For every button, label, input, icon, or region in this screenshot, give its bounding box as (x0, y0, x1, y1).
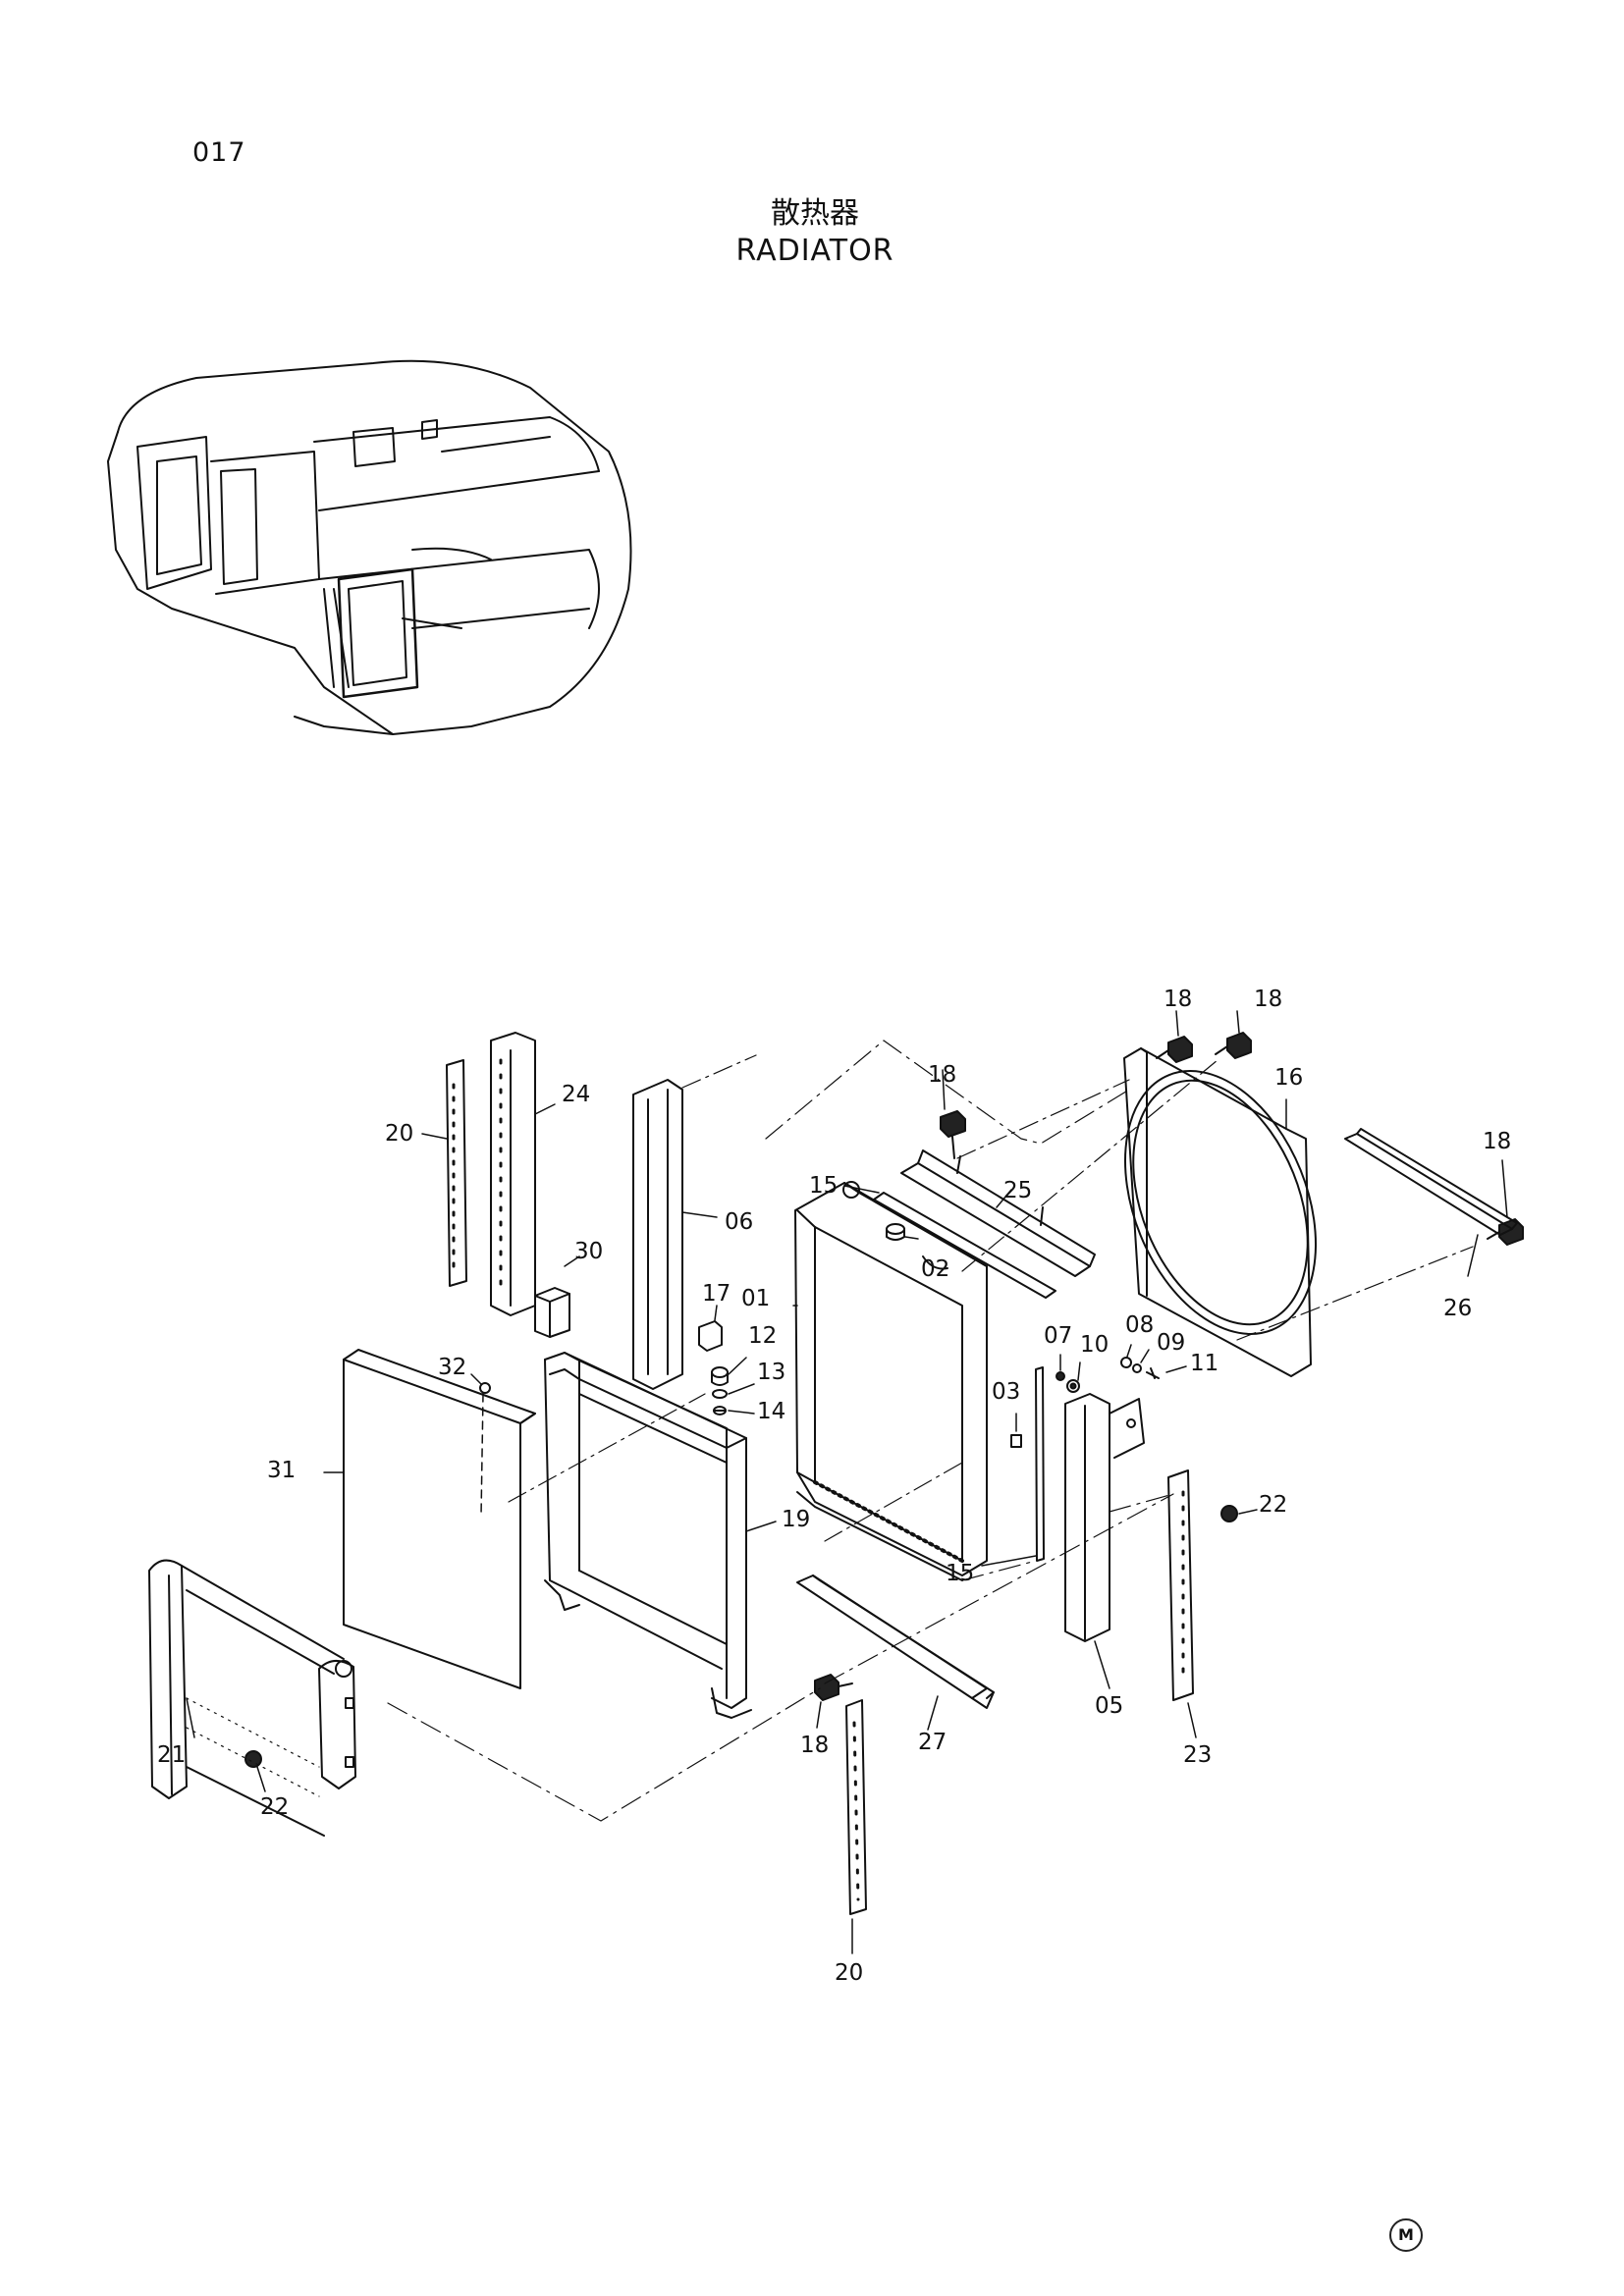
part-01-radiator-core (792, 1181, 988, 1581)
callout-16: 16 (1274, 1065, 1304, 1091)
callout-27: 27 (918, 1730, 947, 1755)
part-21-cooler (148, 1559, 356, 1837)
callout-11: 11 (1190, 1351, 1219, 1376)
callout-02: 02 (921, 1256, 950, 1282)
part-16-fan-shroud (1123, 1047, 1474, 1377)
part-25-top-bracket (900, 1079, 1130, 1277)
part-32-pin (470, 1373, 491, 1518)
bolt-18-e (814, 1674, 853, 1701)
callout-23: 23 (1183, 1742, 1213, 1768)
callout-03: 03 (992, 1379, 1021, 1405)
callout-01: 01 (741, 1286, 771, 1311)
page-number: 017 (192, 137, 246, 168)
callout-12: 12 (748, 1323, 778, 1349)
part-31-front-panel (323, 1349, 536, 1689)
callout-17: 17 (702, 1281, 731, 1307)
part-06-left-post (632, 1054, 757, 1390)
excavator-location-sketch (107, 359, 632, 735)
callout-18-angle-bar: 18 (1483, 1129, 1512, 1154)
parts-07-to-11-hardware (1056, 1344, 1187, 1393)
callout-10: 10 (1080, 1332, 1110, 1358)
callout-14: 14 (757, 1399, 786, 1424)
corner-m-mark: M (1389, 2218, 1423, 2252)
callout-26: 26 (1443, 1296, 1473, 1321)
callout-19: 19 (782, 1507, 811, 1532)
callout-08: 08 (1125, 1312, 1155, 1338)
callout-21: 21 (157, 1742, 187, 1768)
callout-22-left: 22 (260, 1794, 290, 1820)
part-17-block (698, 1305, 723, 1352)
diagram-title-english: RADIATOR (735, 234, 894, 268)
callout-18-fan-left: 18 (1164, 987, 1193, 1012)
bolt-18-b (1156, 1036, 1193, 1063)
callout-06: 06 (725, 1209, 754, 1235)
part-23-right-strip (1167, 1469, 1197, 1738)
callout-32: 32 (438, 1355, 467, 1380)
callout-20-bottom: 20 (835, 1960, 864, 1986)
callout-05: 05 (1095, 1693, 1124, 1719)
callout-20-top: 20 (385, 1121, 414, 1147)
callout-18-top-bracket: 18 (928, 1062, 957, 1088)
parts-18-bolts (814, 1010, 1524, 1729)
part-19-radiator-frame (508, 1352, 777, 1719)
part-05-right-post (1064, 1393, 1145, 1689)
bolt-18-c (1215, 1032, 1252, 1059)
diagram-title-chinese: 散热器 (771, 196, 859, 231)
callout-18-bottom: 18 (800, 1733, 830, 1758)
part-02-cap (886, 1223, 919, 1241)
callout-22-right: 22 (1259, 1492, 1288, 1518)
part-20-upper-strip (421, 1059, 467, 1287)
part-03-fitting (1010, 1413, 1022, 1448)
part-26-angle-bar (1344, 1128, 1518, 1277)
callout-15-bottom: 15 (946, 1561, 975, 1586)
part-27-lower-bar (796, 1575, 995, 1731)
callout-30: 30 (574, 1239, 604, 1264)
parts-12-13-14-grommets (711, 1357, 755, 1415)
assembly-phantom-lines (387, 1040, 1174, 1822)
callout-15-top: 15 (809, 1173, 839, 1199)
callout-09: 09 (1157, 1330, 1186, 1356)
part-20-lower-strip (845, 1699, 867, 1954)
callout-25: 25 (1003, 1178, 1033, 1203)
callout-31: 31 (267, 1458, 297, 1483)
parts-15-seal-strips (843, 1185, 1056, 1567)
callout-13: 13 (757, 1360, 786, 1385)
parts-22-nuts (244, 1505, 1258, 1792)
callout-24: 24 (562, 1082, 591, 1107)
callout-18-fan-right: 18 (1254, 987, 1283, 1012)
bolt-18-a (940, 1110, 966, 1159)
part-24-upper-bracket (490, 1032, 556, 1316)
part-30-pad (534, 1255, 580, 1338)
callout-07: 07 (1044, 1323, 1073, 1349)
